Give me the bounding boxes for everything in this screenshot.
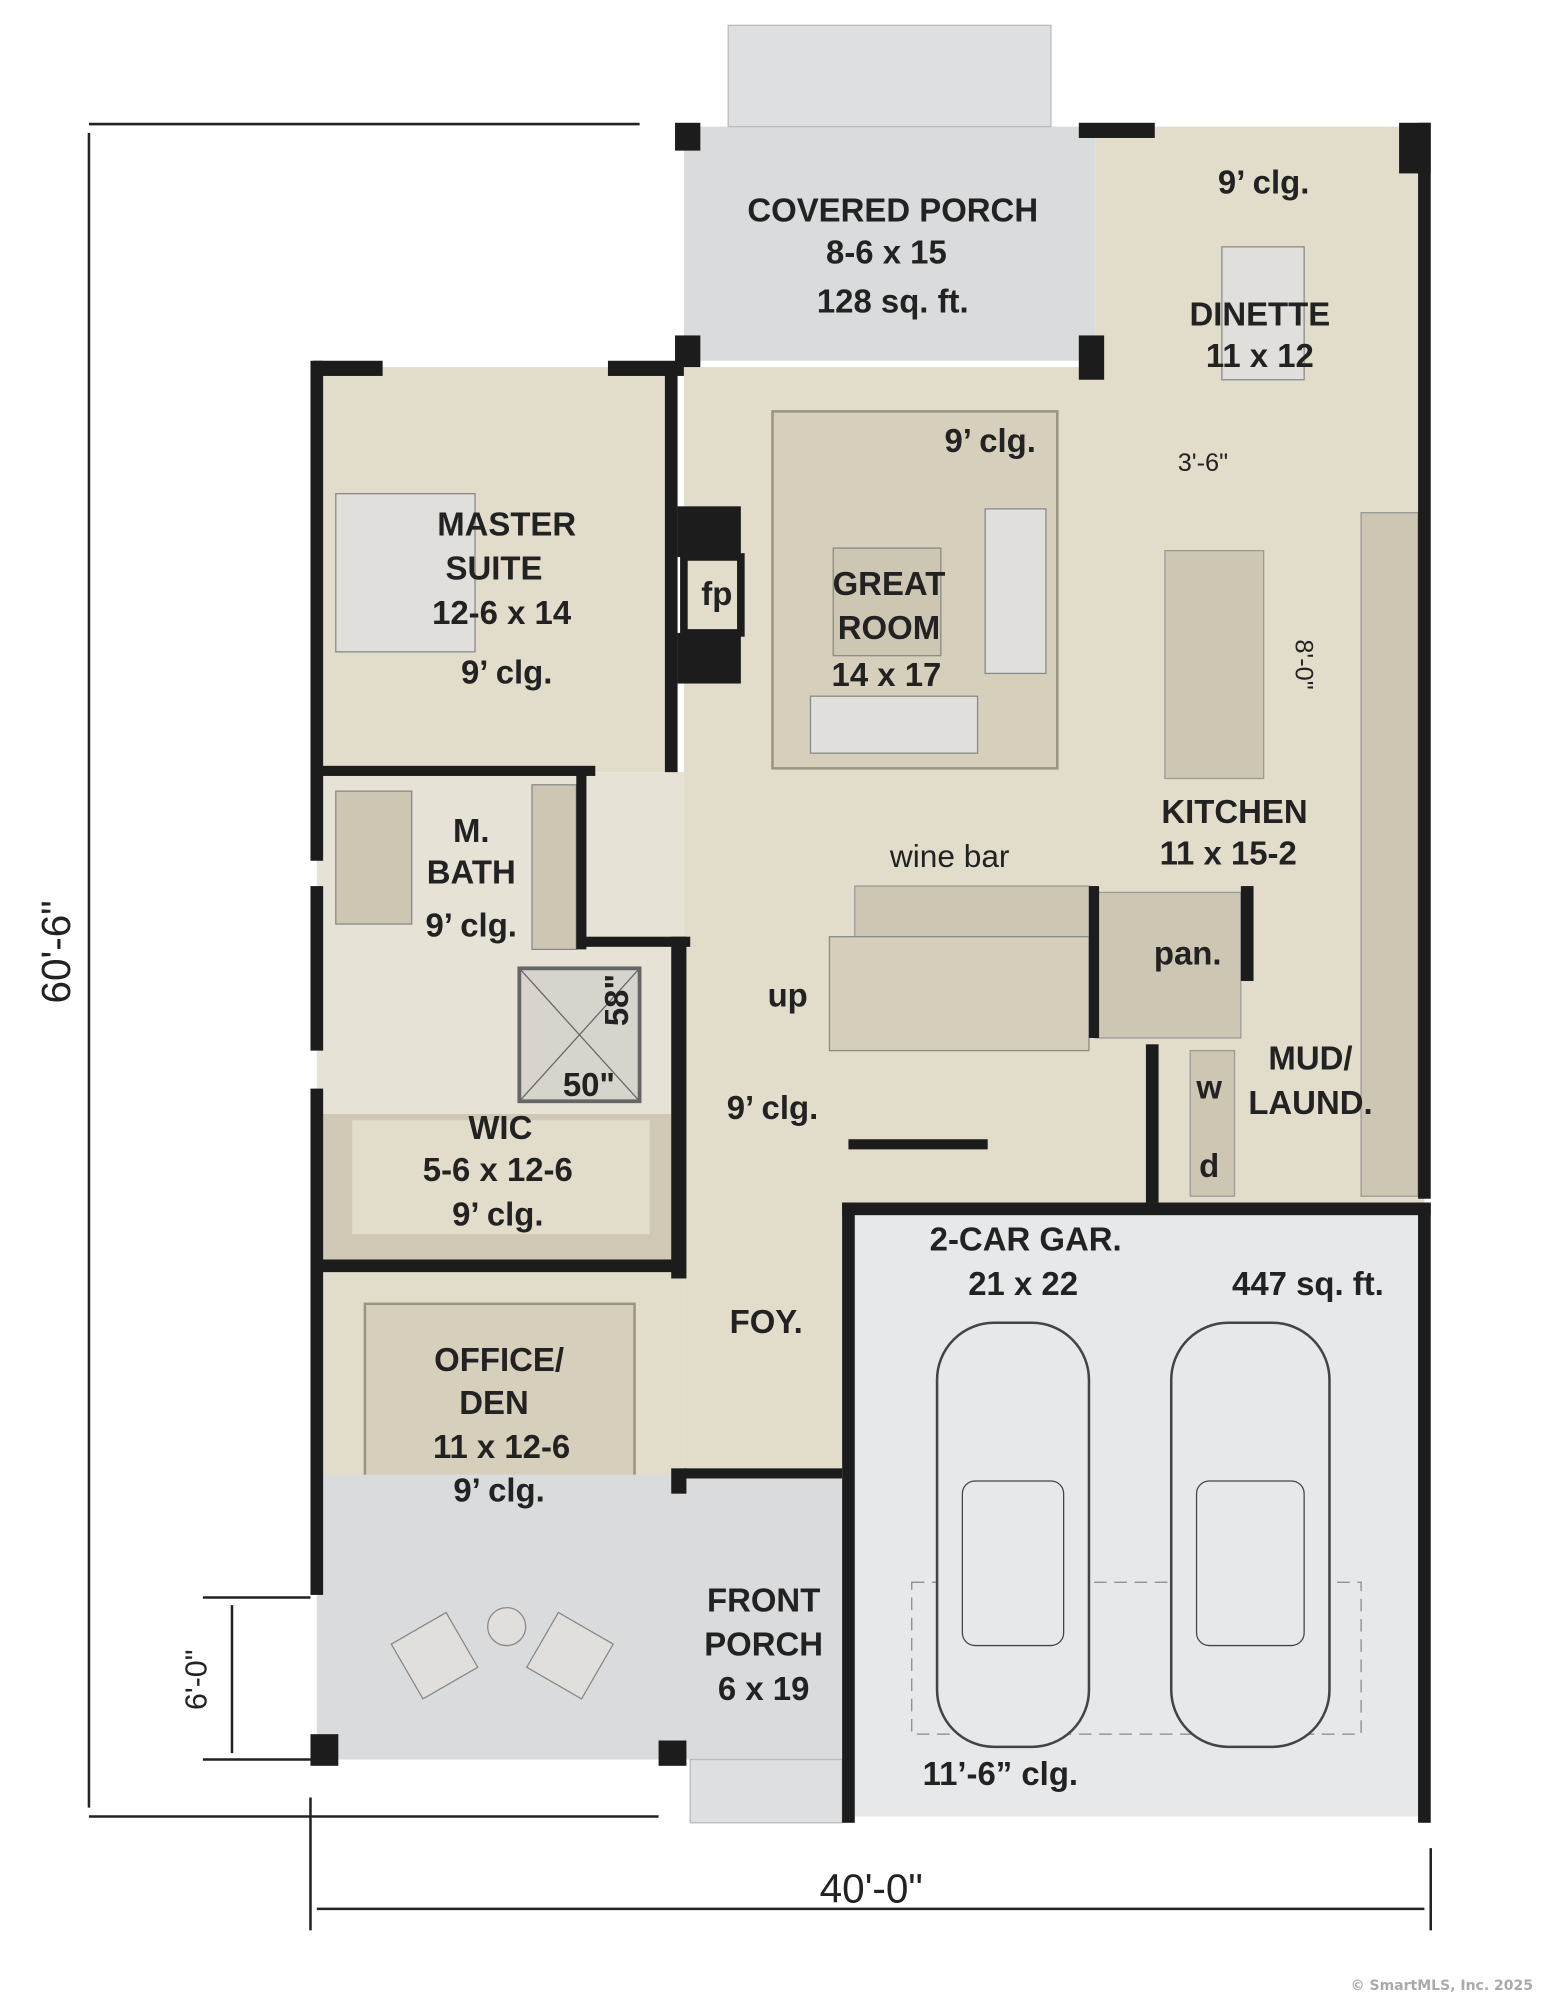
garage-dashed-area <box>911 1581 1362 1735</box>
dinette-size: 11 x 12 <box>1206 337 1314 374</box>
kitchen-island <box>1164 550 1265 780</box>
sofa <box>984 508 1047 675</box>
overall-width: 40'-0" <box>820 1866 923 1912</box>
great-room-size: 14 x 17 <box>832 656 942 693</box>
floors <box>316 24 1431 1824</box>
garage-name: 2-CAR GAR. <box>930 1221 1122 1258</box>
garage-ceiling: 11’-6” clg. <box>923 1755 1078 1792</box>
wine-bar-label: wine bar <box>889 838 1010 874</box>
wic-ceiling: 9’ clg. <box>452 1195 543 1232</box>
porch-steps <box>727 24 1052 128</box>
covered-porch-floor <box>683 126 1096 361</box>
sofa-2 <box>809 695 979 754</box>
office-name-1: OFFICE/ <box>434 1341 564 1378</box>
island-width: 3'-6" <box>1178 449 1228 477</box>
master-ceiling: 9’ clg. <box>461 654 552 691</box>
office-name-2: DEN <box>459 1384 528 1421</box>
dinette-name: DINETTE <box>1189 295 1330 332</box>
washer-label: w <box>1195 1069 1222 1106</box>
bath-ceiling: 9’ clg. <box>425 907 516 944</box>
bed <box>335 493 476 653</box>
kitchen-counter <box>1360 512 1419 1197</box>
stairs <box>828 936 1090 1052</box>
front-porch-name-1: FRONT <box>707 1581 820 1618</box>
overall-depth: 60'-6" <box>33 900 79 1003</box>
car-1 <box>935 1321 1091 1749</box>
garage-size: 21 x 22 <box>968 1265 1078 1302</box>
mud-name-1: MUD/ <box>1268 1040 1352 1077</box>
kitchen-name: KITCHEN <box>1161 793 1307 830</box>
mud-name-2: LAUND. <box>1248 1084 1372 1121</box>
dimension-lines <box>87 122 1432 1931</box>
garage-area: 447 sq. ft. <box>1232 1265 1384 1302</box>
porch-chairs <box>390 1606 615 1700</box>
covered-porch-name: COVERED PORCH <box>747 192 1038 229</box>
fireplace-label: fp <box>701 575 732 612</box>
bath-name-2: BATH <box>427 854 516 891</box>
great-room-ceiling: 9’ clg. <box>944 422 1035 459</box>
office-size: 11 x 12-6 <box>433 1428 570 1465</box>
copyright: © SmartMLS, Inc. 2025 <box>1350 1978 1533 1994</box>
bath-name-1: M. <box>453 812 490 849</box>
master-size: 12-6 x 14 <box>432 594 572 631</box>
coffee-table <box>832 547 942 657</box>
pantry-shelves <box>1094 891 1242 1039</box>
hall-ceiling: 9’ clg. <box>727 1089 818 1126</box>
master-name-2: SUITE <box>446 550 543 587</box>
dining-table <box>1221 246 1305 381</box>
bathtub <box>335 790 413 925</box>
porch-depth: 6'-0" <box>181 1650 214 1710</box>
wic-name: WIC <box>468 1109 532 1146</box>
foyer-floor <box>683 1202 843 1475</box>
covered-porch-size: 8-6 x 15 <box>826 233 947 270</box>
covered-porch-area: 128 sq. ft. <box>817 283 969 320</box>
dryer-label: d <box>1199 1147 1219 1184</box>
great-room-name-2: ROOM <box>838 609 940 646</box>
laundry-machines <box>1189 1050 1236 1197</box>
wic-inner <box>352 1120 650 1235</box>
car-2 <box>1169 1321 1331 1749</box>
front-steps <box>689 1758 843 1824</box>
pantry-label: pan. <box>1154 935 1222 972</box>
master-name-1: MASTER <box>437 505 576 542</box>
walls <box>310 122 1431 1823</box>
vanity <box>531 784 577 951</box>
office-ceiling: 9’ clg. <box>453 1471 544 1508</box>
wic-size: 5-6 x 12-6 <box>423 1151 573 1188</box>
front-porch-floor <box>316 1474 843 1760</box>
kitchen-size: 11 x 15-2 <box>1160 835 1297 872</box>
front-porch-name-2: PORCH <box>704 1626 823 1663</box>
foyer-name: FOY. <box>730 1303 803 1340</box>
front-porch-size: 6 x 19 <box>718 1670 810 1707</box>
shower-width: 50" <box>563 1066 615 1103</box>
stairs-label: up <box>768 976 808 1013</box>
room-labels: COVERED PORCH 8-6 x 15 128 sq. ft. 9’ cl… <box>423 164 1384 1792</box>
dinette-ceiling: 9’ clg. <box>1218 164 1309 201</box>
island-length: 8'-0" <box>1289 639 1317 689</box>
shower-depth: 58" <box>598 974 635 1026</box>
great-room-name-1: GREAT <box>833 565 946 602</box>
wine-bar-counter <box>854 885 1090 938</box>
